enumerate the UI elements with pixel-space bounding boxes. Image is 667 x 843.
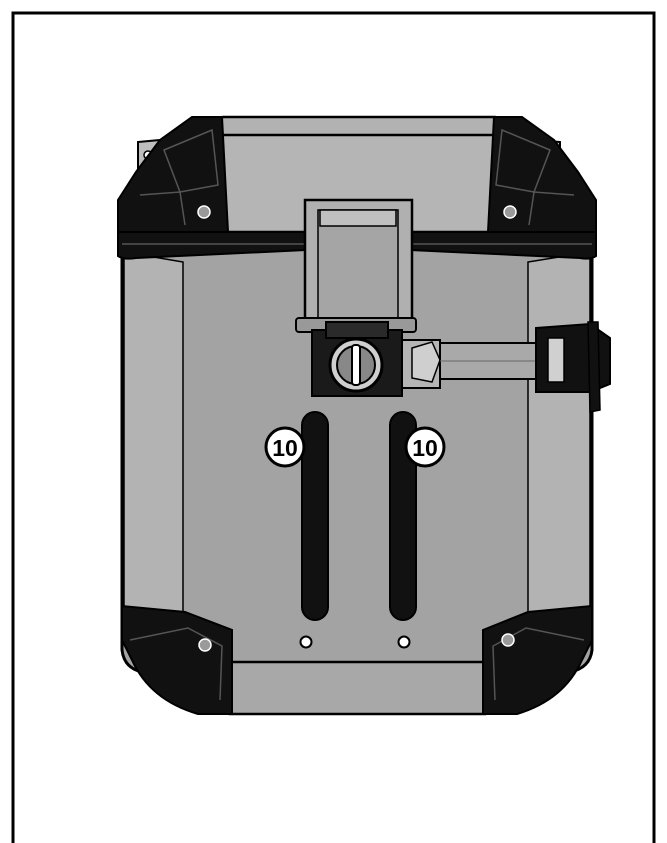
callout-right-label: 10 (412, 435, 438, 461)
callout-left-label: 10 (272, 435, 298, 461)
page-border (11, 11, 656, 843)
callout-left: 10 (264, 426, 306, 468)
bottom-panel (228, 660, 487, 716)
left-side-panel (123, 251, 184, 631)
top-left-corner-trim (117, 116, 230, 233)
lock-cylinder-icon (328, 337, 384, 393)
top-right-corner-trim (486, 116, 597, 233)
callout-right: 10 (404, 426, 446, 468)
right-side-panel (527, 251, 591, 631)
latch-flap (295, 198, 417, 333)
side-handle-bracket (535, 321, 611, 413)
right-reflector-strip (389, 411, 417, 621)
mounting-hole-left (299, 635, 313, 649)
mounting-hole-right (397, 635, 411, 649)
left-reflector-strip (301, 411, 329, 621)
bottom-left-corner-trim (121, 604, 233, 715)
bottom-right-corner-trim (482, 604, 593, 715)
